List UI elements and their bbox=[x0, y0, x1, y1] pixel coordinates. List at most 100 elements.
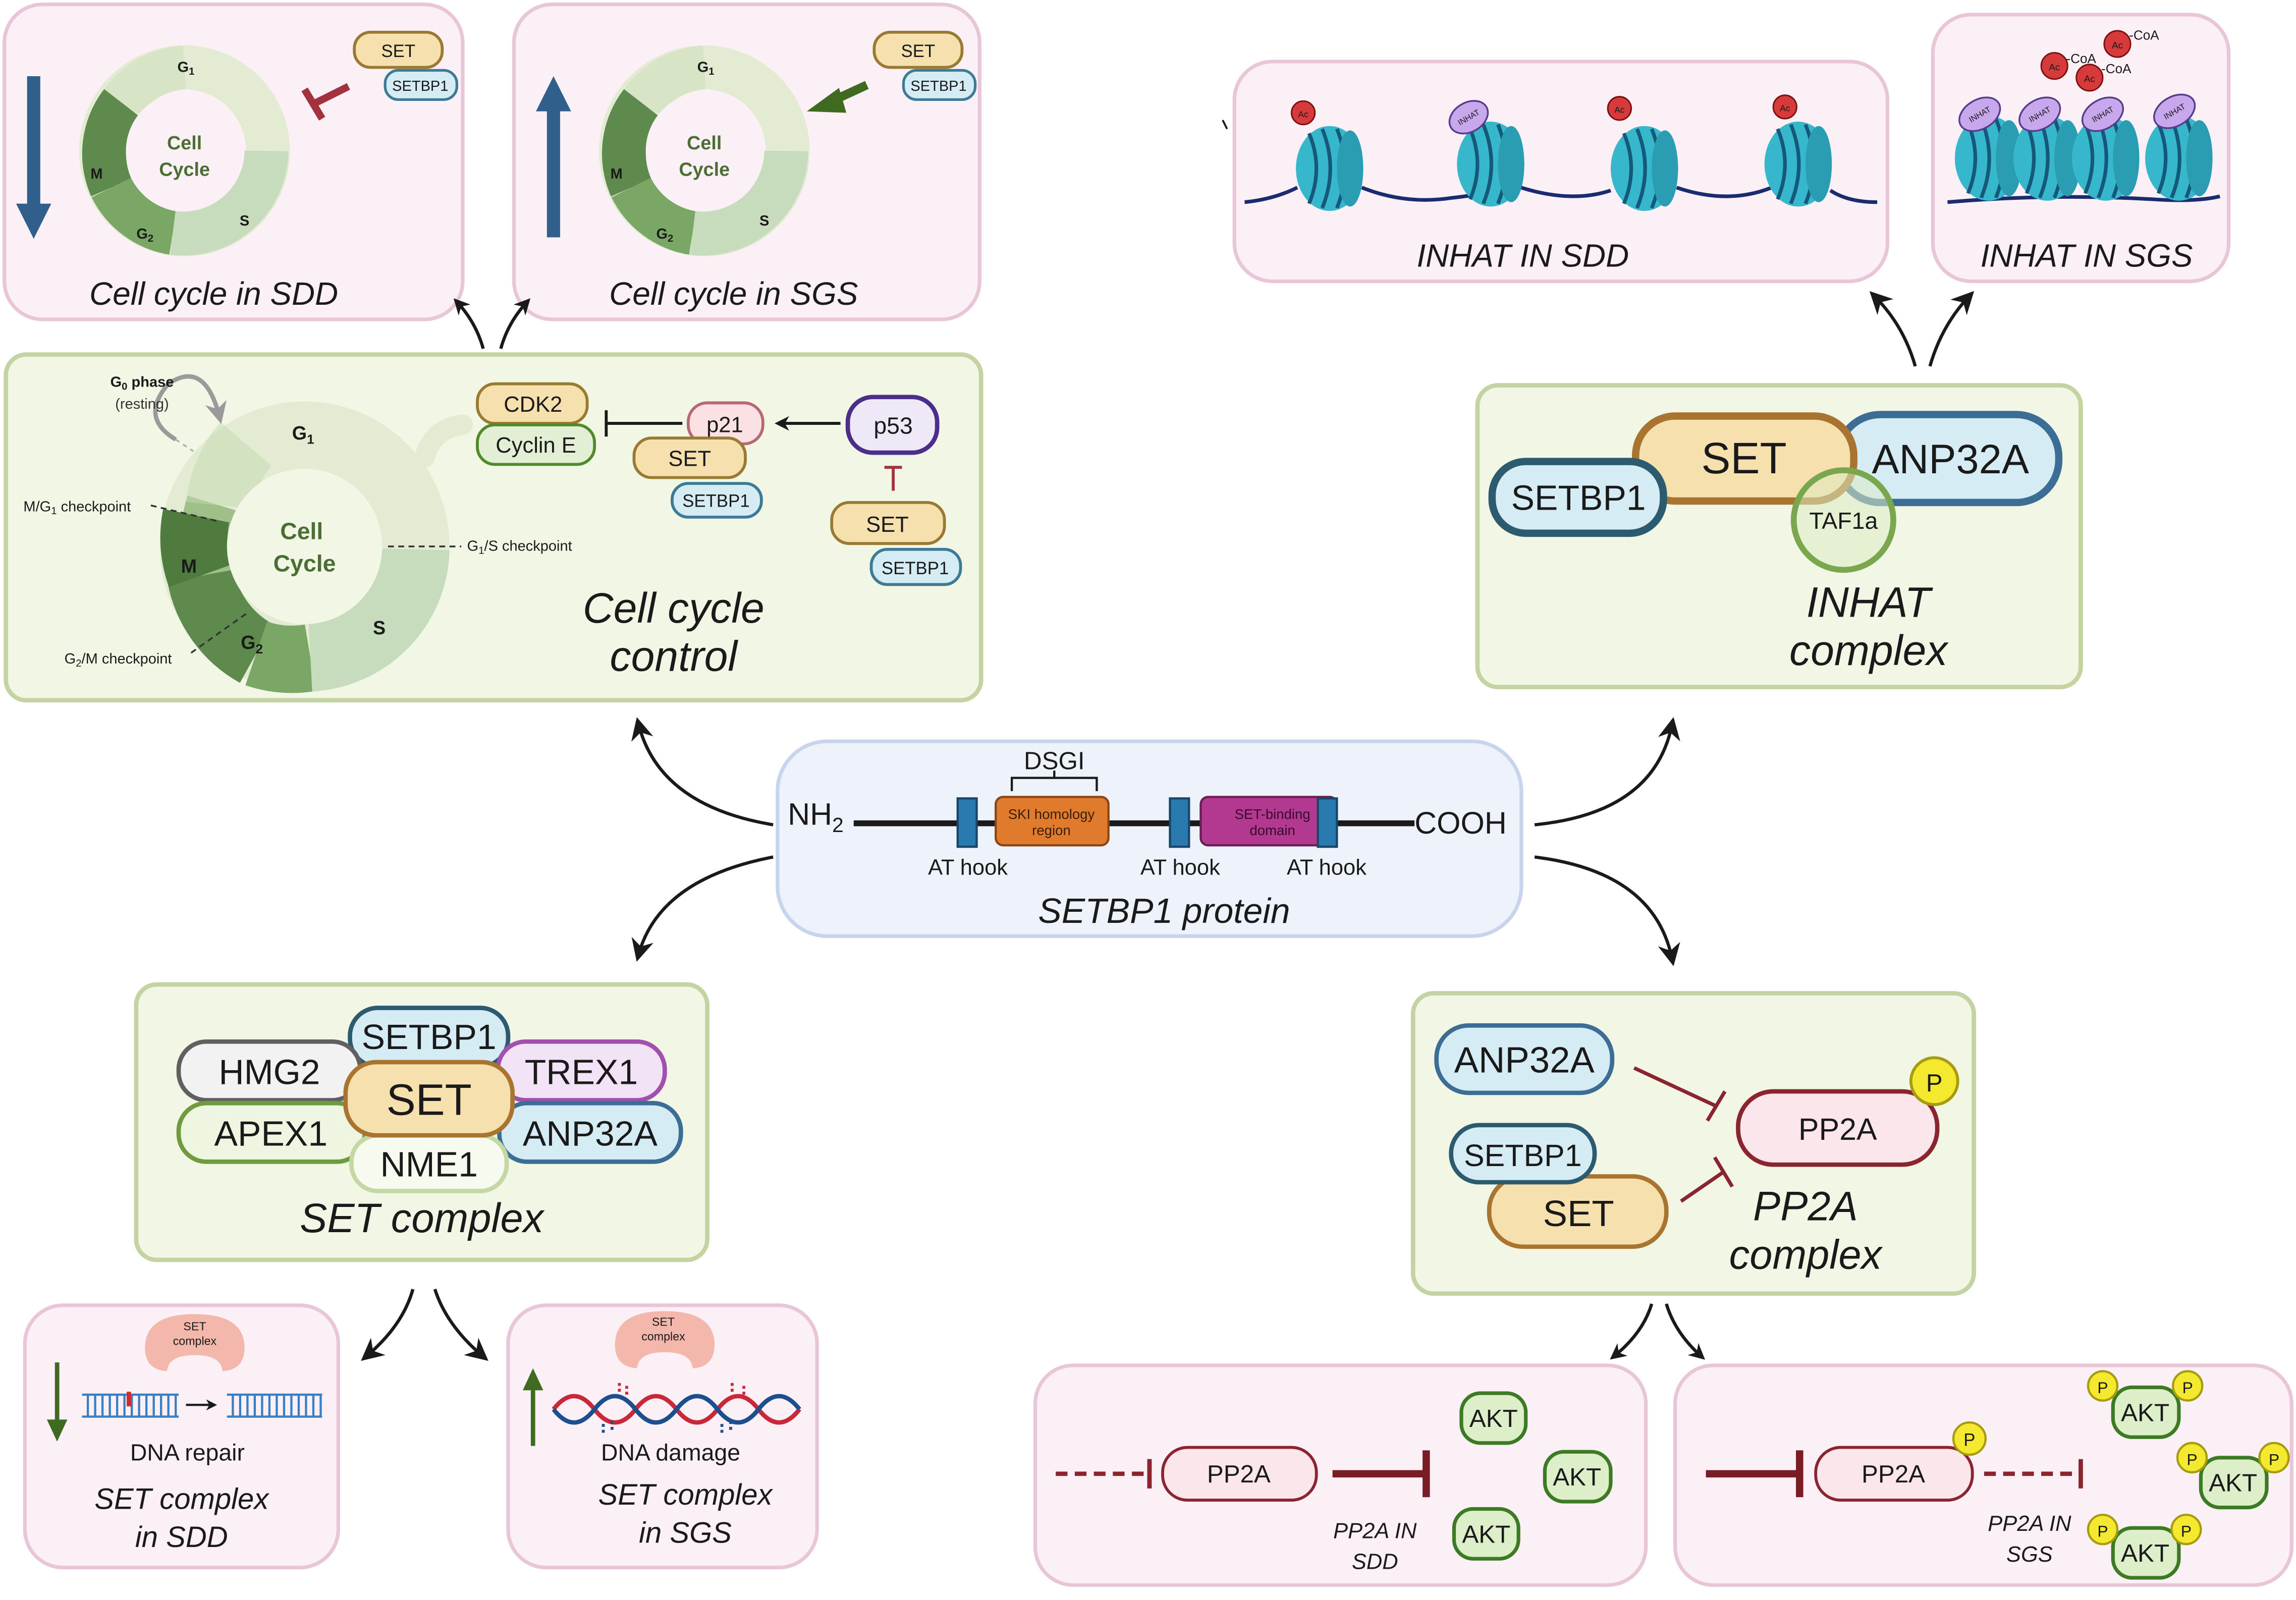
sbd-label-1: SET-binding bbox=[1235, 806, 1310, 822]
set-complex-nme1-label: NME1 bbox=[380, 1144, 477, 1184]
svg-text:AKT: AKT bbox=[2121, 1399, 2169, 1426]
resting-label: (resting) bbox=[115, 396, 169, 412]
cell-cycle-control-title-1: Cell cycle bbox=[583, 584, 764, 632]
sdd-nucleosome-1 bbox=[1296, 126, 1363, 211]
set-complex-set-label: SET bbox=[387, 1075, 472, 1124]
sgs-phase-g1: G1 bbox=[697, 59, 715, 77]
sdd-akt-3 bbox=[1452, 1507, 1520, 1561]
sdd-nucleosome-2 bbox=[1457, 122, 1524, 206]
svg-text:AKT: AKT bbox=[2209, 1469, 2257, 1497]
pp2a-sdd-caption-1: PP2A IN bbox=[1333, 1519, 1417, 1543]
sdd-dna-strand bbox=[1244, 181, 1878, 204]
sdd-setbp1-label: SETBP1 bbox=[392, 78, 448, 94]
sgs-set-label: SET bbox=[901, 41, 936, 61]
phase-g1: G1 bbox=[292, 422, 314, 447]
sdd-cycle-center-1: Cell bbox=[167, 132, 202, 153]
sdd-pp2a-label: PP2A bbox=[1207, 1460, 1271, 1488]
p21-label: p21 bbox=[706, 413, 743, 437]
sdd-phase-m: M bbox=[90, 166, 102, 182]
set-sdd: SET complex DNA repair SET complex in SD… bbox=[46, 1314, 322, 1554]
set-inhibits-pp2a bbox=[1680, 1156, 1734, 1203]
ski-homology-region bbox=[995, 796, 1110, 847]
svg-text:AKT: AKT bbox=[1553, 1463, 1601, 1491]
inhat-sdd-caption: INHAT IN SDD bbox=[1416, 237, 1629, 273]
sdd-set-label: SET bbox=[381, 41, 415, 61]
svg-text:complex: complex bbox=[641, 1330, 685, 1343]
pp2a-complex-title-2: complex bbox=[1729, 1232, 1884, 1278]
pp2a-set-label: SET bbox=[1543, 1193, 1614, 1234]
inhat-sdd-panel bbox=[1232, 60, 1890, 284]
at-hook-box-3 bbox=[1317, 797, 1338, 848]
inhat-complex-title-1: INHAT bbox=[1807, 578, 1934, 626]
setbp1-label-ccc-1: SETBP1 bbox=[682, 491, 750, 511]
set-sdd-panel bbox=[23, 1303, 340, 1570]
set-complex-setbp1-label: SETBP1 bbox=[362, 1017, 497, 1057]
pp2a-anp32a-label: ANP32A bbox=[1454, 1039, 1595, 1080]
inhat-taf1a-circle bbox=[1790, 467, 1896, 573]
svg-text:P: P bbox=[2182, 1378, 2193, 1397]
sdd-phase-g1: G1 bbox=[178, 59, 195, 77]
svg-text:AKT: AKT bbox=[1462, 1520, 1510, 1548]
set-sgs: SET complex DNA damage SET complex in SG… bbox=[522, 1311, 801, 1549]
svg-text:Ac: Ac bbox=[1780, 103, 1790, 114]
cycle-center-1: Cell bbox=[280, 518, 323, 544]
svg-text:P: P bbox=[2097, 1522, 2108, 1540]
p21-inhibit bbox=[605, 410, 683, 437]
dsgi-label: DSGI bbox=[1024, 747, 1085, 775]
phase-m: M bbox=[181, 556, 197, 577]
sdd-phase-s: S bbox=[240, 213, 249, 229]
setbp1-box-ccc-1 bbox=[671, 482, 763, 519]
pp2a-sgs-caption-2: SGS bbox=[2006, 1542, 2053, 1567]
svg-text:SET: SET bbox=[652, 1315, 675, 1329]
pp2a-phospho bbox=[1909, 1056, 1959, 1107]
inhat-sgs: INHAT INHAT INHAT INHAT Ac -CoA Ac -CoA … bbox=[1947, 27, 2220, 273]
sgs-set-box bbox=[872, 30, 964, 69]
svg-text:Ac: Ac bbox=[2084, 74, 2095, 84]
sgs-phase-s: S bbox=[759, 213, 769, 229]
set-sgs-caption-2: in SGS bbox=[639, 1516, 732, 1549]
svg-text:Ac: Ac bbox=[1298, 109, 1308, 119]
cyclin-e-box bbox=[476, 423, 596, 466]
pp2a-sdd: PP2A AKT AKT AKT PP2A IN SDD bbox=[1056, 1391, 1613, 1574]
svg-text:Ac: Ac bbox=[2049, 62, 2060, 72]
at-hook-box-1 bbox=[956, 797, 978, 848]
g0-arrow bbox=[153, 374, 227, 442]
at-hook-label-1: AT hook bbox=[928, 855, 1008, 879]
sgs-phase-g2: G2 bbox=[656, 226, 673, 244]
at-hook-label-3: AT hook bbox=[1287, 855, 1366, 879]
sgs-akt-3 bbox=[2111, 1526, 2181, 1580]
cell-cycle-sdd-caption: Cell cycle in SDD bbox=[89, 275, 338, 312]
svg-text:P: P bbox=[2269, 1450, 2279, 1468]
set-complex-trex1-label: TREX1 bbox=[525, 1053, 638, 1092]
sdd-nucleosome-4 bbox=[1765, 122, 1832, 206]
sgs-setbp1-label: SETBP1 bbox=[910, 78, 966, 94]
sdd-ac-1 bbox=[1290, 100, 1316, 126]
setbp1-label-ccc-2: SETBP1 bbox=[882, 559, 949, 578]
sgs-cycle-center-1: Cell bbox=[687, 132, 722, 153]
set-label-ccc-1: SET bbox=[668, 447, 711, 471]
sdd-pp2a-box bbox=[1161, 1446, 1318, 1502]
pp2a-sgs: PP2A P AKT P P AKT P P AKT P P PP2A IN S… bbox=[1706, 1370, 2290, 1580]
inhat-complex: ANP32A SET SETBP1 TAF1a INHAT complex bbox=[1488, 411, 2063, 674]
dsgi-bracket bbox=[1010, 770, 1098, 791]
anp32a-inhibits-pp2a bbox=[1633, 1066, 1727, 1122]
cell-cycle-sgs: Cell Cycle G1 M G2 S SET SETBP1 Cell cyc… bbox=[536, 30, 977, 312]
cell-cycle-control-title-2: control bbox=[610, 633, 739, 680]
pp2a-anp32a-box bbox=[1434, 1023, 1615, 1095]
set-box-ccc-2 bbox=[830, 501, 946, 545]
protein-panel bbox=[776, 739, 1523, 938]
svg-text:AKT: AKT bbox=[2121, 1539, 2169, 1567]
set-complex-title: SET complex bbox=[300, 1195, 545, 1241]
svg-text:P: P bbox=[2186, 1450, 2197, 1468]
sdd-setbp1-box bbox=[384, 69, 458, 101]
svg-text:Ac: Ac bbox=[2112, 40, 2123, 50]
protein-title: SETBP1 protein bbox=[1038, 891, 1290, 930]
skh-label-1: SKI homology bbox=[1008, 806, 1095, 822]
pp2a-setbp1-label: SETBP1 bbox=[1464, 1138, 1582, 1173]
sgs-akt-1 bbox=[2111, 1385, 2181, 1439]
inhat-setbp1-box bbox=[1488, 458, 1667, 537]
pp2a-setbp1-box bbox=[1449, 1123, 1597, 1185]
set-complex-apex1-label: APEX1 bbox=[214, 1114, 328, 1153]
sdd-inhat-1 bbox=[1448, 100, 1489, 135]
set-sgs-panel bbox=[506, 1303, 819, 1570]
